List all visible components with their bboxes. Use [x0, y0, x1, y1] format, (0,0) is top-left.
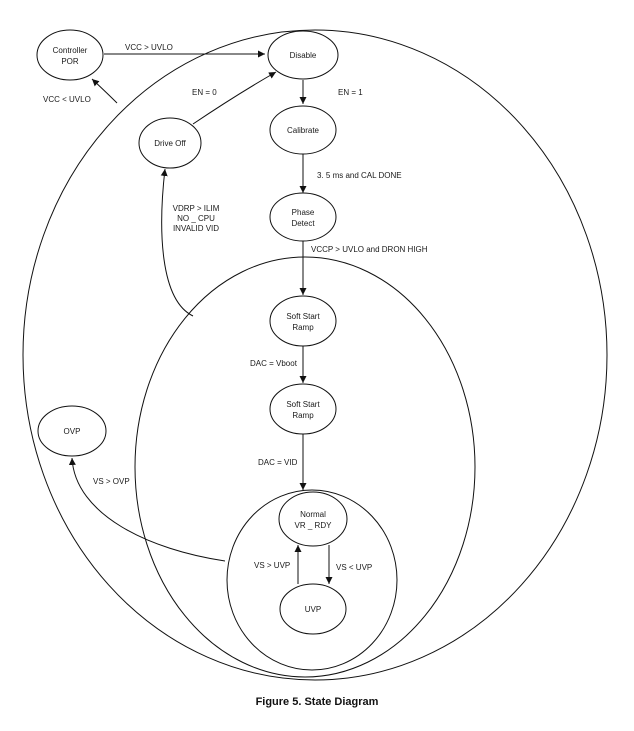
state-label: Ramp: [292, 411, 314, 420]
transition-label-vs-lt-uvp: VS < UVP: [336, 563, 372, 572]
transition-label-vcc-lt-uvlo: VCC < UVLO: [43, 95, 91, 104]
outer-region-boundary: [22, 29, 608, 681]
normal-operation-region-boundary: [226, 489, 398, 671]
state-calibrate: Calibrate: [269, 105, 337, 155]
state-phase-detect: Phase Detect: [269, 192, 337, 242]
state-label: Soft Start: [286, 312, 320, 321]
state-label: Ramp: [292, 323, 314, 332]
state-ovp: OVP: [37, 405, 107, 457]
state-drive-off: Drive Off: [138, 117, 202, 169]
transition-label-vcc-gt-uvlo: VCC > UVLO: [125, 43, 173, 52]
state-label: VR _ RDY: [295, 521, 333, 530]
state-controller-por: Controller POR: [36, 29, 104, 81]
state-label: OVP: [64, 427, 81, 436]
power-good-region-boundary: [134, 256, 476, 678]
state-label: Disable: [290, 51, 317, 60]
state-label: Calibrate: [287, 126, 320, 135]
state-label: Controller: [53, 46, 88, 55]
transition-label-vccp-gt-uvlo: VCCP > UVLO and DRON HIGH: [311, 245, 428, 254]
transition-label-en-1: EN = 1: [338, 88, 363, 97]
state-label: POR: [61, 57, 79, 66]
transition-label-cal-done: 3. 5 ms and CAL DONE: [317, 171, 402, 180]
state-label: Phase: [292, 208, 315, 217]
state-label: Drive Off: [154, 139, 186, 148]
transition-label-drive-off-condition: INVALID VID: [173, 224, 219, 233]
state-soft-start-ramp-2: Soft Start Ramp: [269, 383, 337, 435]
transition-label-vs-gt-ovp: VS > OVP: [93, 477, 130, 486]
figure-caption: Figure 5. State Diagram: [256, 696, 379, 708]
transition-label-vs-gt-uvp: VS > UVP: [254, 561, 290, 570]
state-soft-start-ramp-1: Soft Start Ramp: [269, 295, 337, 347]
state-label: UVP: [305, 605, 321, 614]
state-label: Soft Start: [286, 400, 320, 409]
edge-outer-to-por: [91, 78, 118, 104]
transition-label-dac-vboot: DAC = Vboot: [250, 359, 298, 368]
edge-driveoff-to-disable: [192, 71, 277, 125]
edge-region-to-ovp: [68, 457, 226, 562]
state-disable: Disable: [267, 30, 339, 80]
state-label: Detect: [291, 219, 315, 228]
transition-label-dac-vid: DAC = VID: [258, 458, 298, 467]
transition-label-en-0: EN = 0: [192, 88, 217, 97]
edge-region-to-driveoff: [160, 168, 194, 317]
state-uvp: UVP: [279, 583, 347, 635]
transition-label-drive-off-condition: VDRP > ILIM: [173, 204, 220, 213]
state-label: Normal: [300, 510, 326, 519]
state-normal: Normal VR _ RDY: [278, 491, 348, 547]
transition-label-drive-off-condition: NO _ CPU: [177, 214, 215, 223]
